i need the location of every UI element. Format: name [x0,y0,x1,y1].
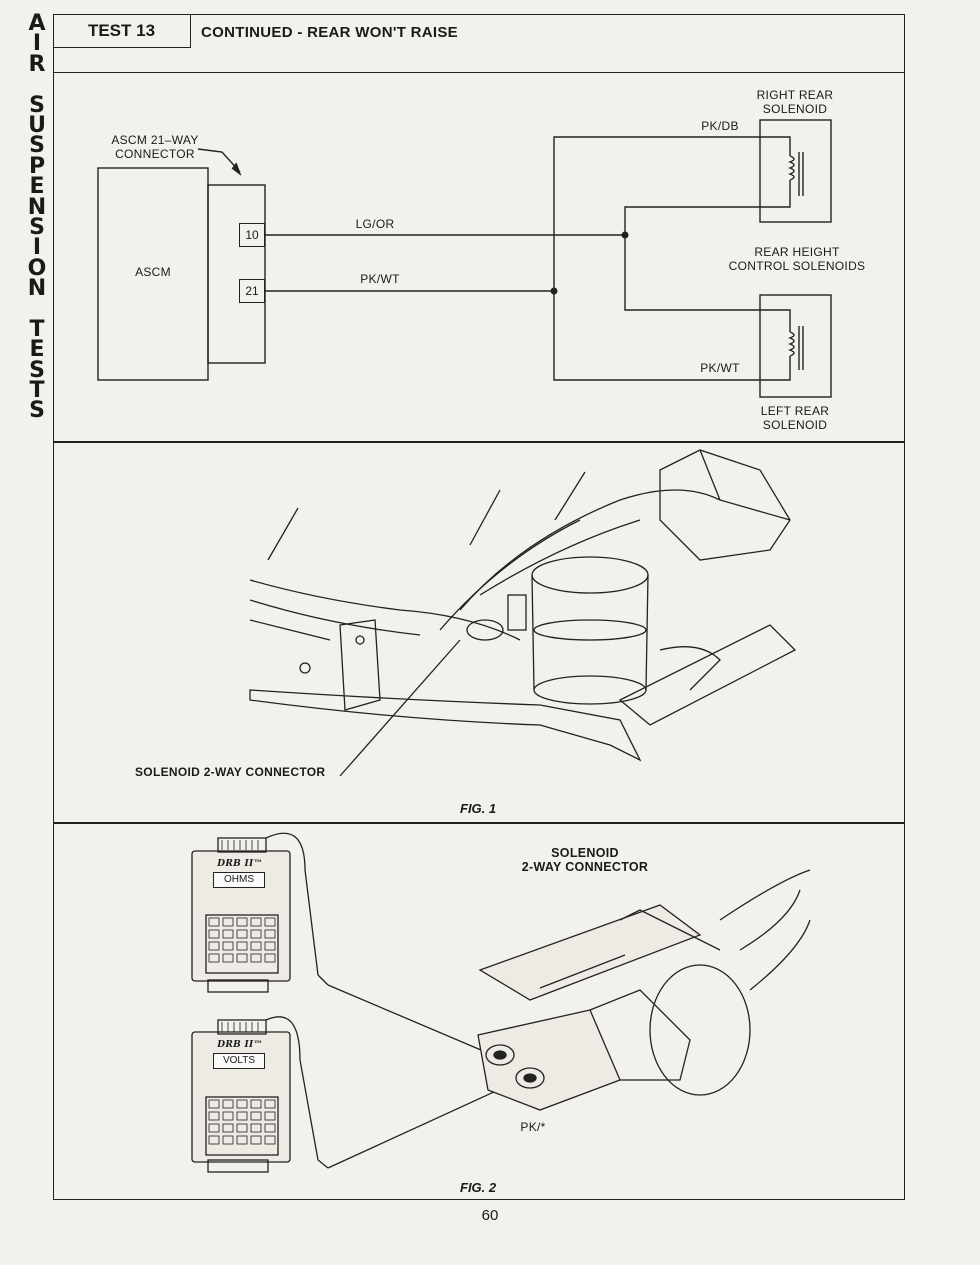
side-title-letter: I [32,31,42,57]
fig1-callout: SOLENOID 2-WAY CONNECTOR [135,765,326,779]
side-title-letter: N [27,194,47,220]
left-solenoid-label: LEFT REAR SOLENOID [760,404,830,432]
section-title: CONTINUED - REAR WON'T RAISE [201,24,458,41]
meter-top-brand: DRB II™ [217,859,263,869]
fig2-caption: FIG. 2 [460,1180,497,1195]
rear-height-label: REAR HEIGHT CONTROL SOLENOIDS [728,245,866,273]
module-label: ASCM [135,265,171,279]
ascm-connector-body [207,184,266,364]
side-title-letter: T [29,378,45,404]
pin-21: 21 [239,279,265,303]
meter-bottom-display: VOLTS [213,1053,265,1069]
wire-label-pk-wt-right: PK/WT [700,361,740,375]
side-title-letter: E [29,337,45,363]
side-title-letter: S [29,398,45,424]
connector-label: ASCM 21–WAY CONNECTOR [111,133,199,161]
meter-top-cable-head [217,837,267,853]
fig2-connector-label: SOLENOID 2-WAY CONNECTOR [521,846,649,874]
meter-top-keypad [205,914,279,974]
side-title-letter: A [28,11,46,36]
header-row [53,14,905,73]
side-title-letter: S [29,357,45,383]
side-title-letter: U [28,112,46,138]
test-number-label: TEST 13 [53,14,191,48]
wire-label-lg-or: LG/OR [355,217,395,231]
side-title-letter: E [29,174,45,200]
side-title-letter: S [29,214,45,240]
side-title-letter: I [32,235,42,261]
pin-10: 10 [239,223,265,247]
page-frame [53,14,905,1200]
side-title-letter: P [28,153,46,179]
junction-dot [550,287,558,295]
divider-fig1 [53,822,905,824]
fig1-caption: FIG. 1 [460,801,497,816]
right-solenoid-label: RIGHT REAR SOLENOID [756,88,834,116]
side-title-letter: T [29,316,45,342]
side-title-letter: S [29,133,45,159]
junction-dot [621,231,629,239]
side-title-letter: O [27,255,47,281]
wire-label-pk-db: PK/DB [701,119,739,133]
wire-label-pk-wt: PK/WT [360,272,400,286]
fig2-wire-label: PK/* [520,1120,546,1134]
side-title-letter: N [27,276,47,302]
side-title-letter: S [29,92,45,118]
divider-schematic [53,441,905,443]
page-number: 60 [481,1207,499,1224]
side-title-letter: R [28,51,46,77]
meter-bottom-brand: DRB II™ [217,1040,263,1050]
meter-top-display: OHMS [213,872,265,888]
